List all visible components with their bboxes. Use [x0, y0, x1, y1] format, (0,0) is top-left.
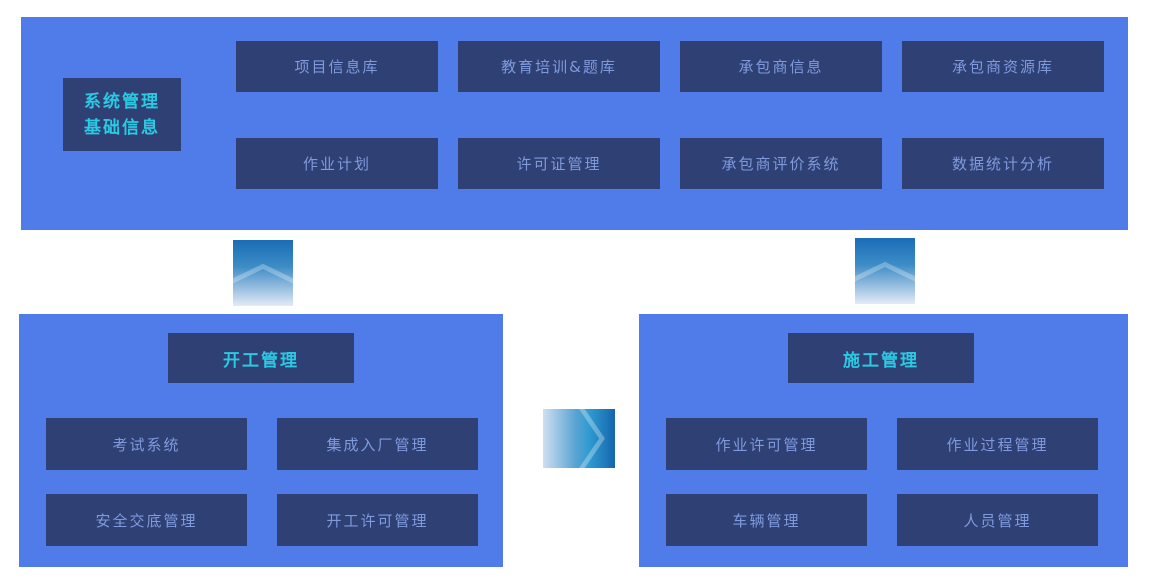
- connector-top-to-left-section: [233, 240, 293, 306]
- module-data-statistics-analysis: 数据统计分析: [902, 138, 1104, 189]
- module-contractor-resource-db: 承包商资源库: [902, 41, 1104, 92]
- module-education-training-question-bank: 教育培训&题库: [458, 41, 660, 92]
- module-integrated-entry-management: 集成入厂管理: [277, 418, 478, 470]
- module-work-process-management: 作业过程管理: [897, 418, 1098, 470]
- connector-left-to-right-section: [543, 409, 615, 468]
- module-project-info-db: 项目信息库: [236, 41, 438, 92]
- section-system-management: 系统管理 基础信息 项目信息库 教育培训&题库 承包商信息 承包商资源库 作业计…: [21, 17, 1128, 230]
- system-management-label: 系统管理 基础信息: [63, 78, 181, 151]
- module-safety-disclosure-management: 安全交底管理: [46, 494, 247, 546]
- section-commencement-management: 开工管理 考试系统 集成入厂管理 安全交底管理 开工许可管理: [19, 314, 503, 567]
- commencement-management-header: 开工管理: [168, 333, 354, 383]
- module-personnel-management: 人员管理: [897, 494, 1098, 546]
- module-work-plan: 作业计划: [236, 138, 438, 189]
- section-construction-management: 施工管理 作业许可管理 作业过程管理 车辆管理 人员管理: [639, 314, 1128, 567]
- module-commencement-permit-management: 开工许可管理: [277, 494, 478, 546]
- module-contractor-evaluation-system: 承包商评价系统: [680, 138, 882, 189]
- module-contractor-info: 承包商信息: [680, 41, 882, 92]
- construction-management-header: 施工管理: [788, 333, 974, 383]
- chevron-right-icon: [579, 409, 605, 468]
- chevron-up-icon: [855, 261, 915, 282]
- system-management-label-line2: 基础信息: [84, 117, 160, 138]
- connector-top-to-right-section: [855, 238, 915, 304]
- module-license-management: 许可证管理: [458, 138, 660, 189]
- system-management-label-line1: 系统管理: [84, 91, 160, 112]
- module-work-permit-management: 作业许可管理: [666, 418, 867, 470]
- chevron-up-icon: [233, 263, 293, 284]
- module-vehicle-management: 车辆管理: [666, 494, 867, 546]
- module-exam-system: 考试系统: [46, 418, 247, 470]
